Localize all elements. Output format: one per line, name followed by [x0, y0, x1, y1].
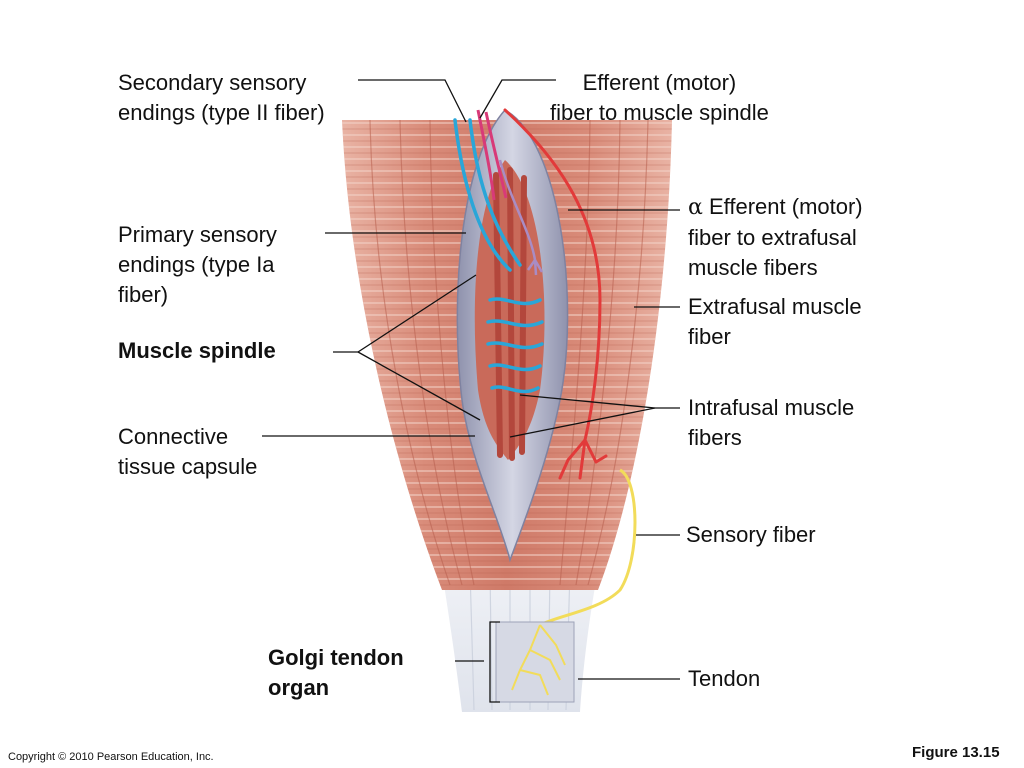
pointer-lines [262, 79, 680, 703]
label-alpha-efferent: α Efferent (motor) fiber to extrafusal m… [688, 194, 863, 280]
label-golgi: Golgi tendon organ [268, 645, 404, 700]
secondary-sensory-endings [498, 159, 544, 276]
label-muscle-spindle: Muscle spindle [118, 338, 276, 363]
alpha-efferent-fiber [503, 108, 608, 480]
label-primary-sensory: Primary sensory endings (type Ia fiber) [118, 222, 277, 307]
primary-sensory-endings [453, 118, 544, 394]
label-sensory-fiber: Sensory fiber [686, 522, 816, 547]
figure-number: Figure 13.15 [912, 744, 1000, 761]
label-capsule: Connective tissue capsule [118, 424, 258, 479]
sensory-fiber-line [539, 468, 637, 627]
label-tendon: Tendon [688, 666, 761, 691]
label-secondary-sensory: Secondary sensory endings (type II fiber… [118, 70, 325, 125]
label-extrafusal: Extrafusal muscle fiber [688, 294, 862, 349]
gamma-efferent-fiber [476, 109, 508, 201]
label-gamma-efferent: Efferent (motor) fiber to muscle spindle [550, 70, 769, 125]
golgi-tendon-organ [495, 621, 575, 703]
label-intrafusal: Intrafusal muscle fibers [688, 395, 855, 450]
copyright: Copyright © 2010 Pearson Education, Inc. [8, 751, 214, 763]
muscle-fiber-boundaries [369, 119, 649, 586]
alpha-symbol: α [688, 195, 703, 220]
